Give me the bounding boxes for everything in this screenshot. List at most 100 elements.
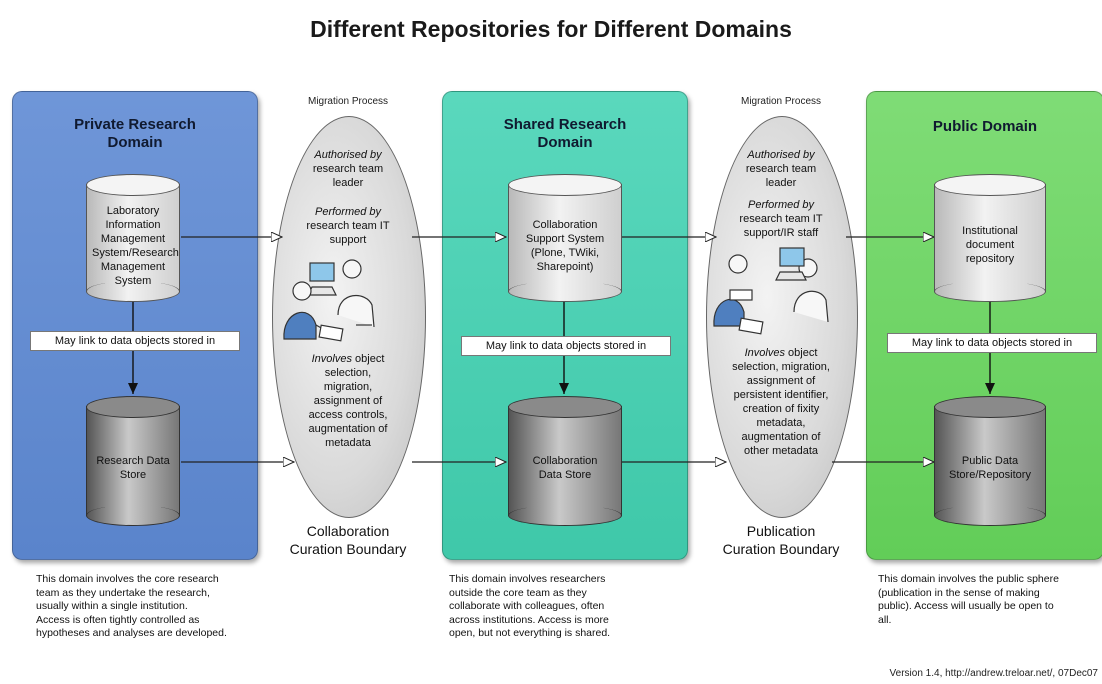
collab-system-label-line: Collaboration xyxy=(532,219,598,231)
version-footer: Version 1.4, http://andrew.treloar.net/,… xyxy=(889,668,1098,679)
public-link-label: May link to data objects stored in xyxy=(887,333,1097,353)
public-data-store-cylinder: Public Data Store/Repository xyxy=(934,396,1046,526)
authorised-line: research team xyxy=(312,163,384,175)
research-data-store-cylinder: Research Data Store xyxy=(86,396,180,526)
collaboration-migration-header: Migration Process xyxy=(307,96,389,107)
description-line: outside the core team as they xyxy=(449,586,587,599)
collaboration-data-store-label: Collaboration Data Store xyxy=(514,454,616,482)
performed-line: support xyxy=(329,234,367,246)
involves-line: selection, migration, xyxy=(732,361,830,373)
publication-migration-header: Migration Process xyxy=(740,96,822,107)
publication-involves-text: Involves object selection, migration, as… xyxy=(712,346,850,458)
shared-domain-title-line-2: Domain xyxy=(537,134,593,151)
private-domain-title: Private Research Domain xyxy=(13,116,257,152)
description-line: across institutions. Access is more xyxy=(449,613,609,626)
authorised-line: research team xyxy=(745,163,817,175)
lims-label-line: Laboratory xyxy=(106,205,160,217)
staff-illustration-icon xyxy=(713,247,829,335)
involves-line: migration, xyxy=(323,381,373,393)
shared-domain-description: This domain involves researchers outside… xyxy=(449,573,689,641)
involves-label: Involves xyxy=(311,353,352,365)
shared-link-label: May link to data objects stored in xyxy=(461,336,671,356)
lims-label-line: System/Research xyxy=(92,247,179,259)
private-link-label: May link to data objects stored in xyxy=(30,331,240,351)
private-domain-title-line-2: Domain xyxy=(107,134,163,151)
description-line: all. xyxy=(878,613,892,626)
authorised-by-label: Authorised by xyxy=(314,149,382,161)
public-store-label-line: Public Data xyxy=(961,455,1019,467)
collab-store-label-line: Data Store xyxy=(538,469,592,481)
collab-store-label-line: Collaboration xyxy=(532,455,598,467)
description-line: public). Access will usually be open to xyxy=(878,600,1054,612)
collaboration-involves-text: Involves object selection, migration, as… xyxy=(282,352,414,450)
institutional-repository-label: Institutional document repository xyxy=(940,224,1040,266)
description-line: collaborate with colleagues, often xyxy=(449,600,605,612)
performed-line: support/IR staff xyxy=(743,227,819,239)
performed-line: research team IT xyxy=(306,220,390,232)
authorised-line: leader xyxy=(332,177,364,189)
publication-authorised-text: Authorised by research team leader xyxy=(716,148,846,190)
research-data-store-label: Research Data Store xyxy=(92,454,174,482)
lims-storage-cylinder: Laboratory Information Management System… xyxy=(86,174,180,302)
diagram-title: Different Repositories for Different Dom… xyxy=(310,16,792,42)
inst-repo-label-line: Institutional xyxy=(962,225,1018,237)
collab-system-label-line: Sharepoint) xyxy=(536,261,594,273)
research-store-label-line: Research Data xyxy=(96,455,170,467)
public-store-label-line: Store/Repository xyxy=(949,469,1031,481)
lims-label-line: Information xyxy=(105,219,161,231)
public-data-store-label: Public Data Store/Repository xyxy=(940,454,1040,482)
private-domain-description: This domain involves the core research t… xyxy=(36,573,276,641)
public-domain-title: Public Domain xyxy=(867,118,1102,136)
lims-label-line: System xyxy=(114,275,152,287)
collaboration-data-store-cylinder: Collaboration Data Store xyxy=(508,396,622,526)
performed-by-label: Performed by xyxy=(314,206,382,218)
description-line: This domain involves researchers xyxy=(449,573,606,585)
involves-first-word: object xyxy=(355,353,385,365)
boundary-line: Collaboration xyxy=(306,523,390,539)
involves-line: metadata, xyxy=(756,417,806,429)
involves-line: selection, xyxy=(324,367,372,379)
collaboration-support-system-label: Collaboration Support System (Plone, TWi… xyxy=(514,218,616,274)
involves-line: persistent identifier, xyxy=(733,389,829,401)
public-domain-description: This domain involves the public sphere (… xyxy=(878,573,1100,627)
inst-repo-label-line: repository xyxy=(965,253,1015,265)
involves-label: Involves xyxy=(744,347,785,359)
involves-first-word: object xyxy=(788,347,818,359)
publication-performed-text: Performed by research team IT support/IR… xyxy=(716,198,846,240)
description-line: This domain involves the core research xyxy=(36,573,219,585)
lims-storage-label: Laboratory Information Management System… xyxy=(92,204,179,288)
private-domain-title-line-1: Private Research xyxy=(74,116,196,133)
involves-line: augmentation of xyxy=(741,431,821,443)
collaboration-authorised-text: Authorised by research team leader xyxy=(282,148,414,190)
involves-line: access controls, xyxy=(308,409,388,421)
researchers-illustration-icon xyxy=(283,259,375,342)
involves-line: creation of fixity xyxy=(742,403,820,415)
institutional-repository-cylinder: Institutional document repository xyxy=(934,174,1046,302)
description-line: hypotheses and analyses are developed. xyxy=(36,627,227,639)
collab-system-label-line: (Plone, TWiki, xyxy=(530,247,600,259)
collaboration-curation-boundary-label: Collaboration Curation Boundary xyxy=(262,522,434,558)
boundary-line: Curation Boundary xyxy=(722,541,840,557)
collab-system-label-line: Support System xyxy=(525,233,605,245)
boundary-line: Publication xyxy=(746,523,816,539)
boundary-line: Curation Boundary xyxy=(289,541,407,557)
research-store-label-line: Store xyxy=(119,469,147,481)
involves-line: other metadata xyxy=(744,445,818,457)
involves-line: assignment of xyxy=(746,375,816,387)
involves-line: assignment of xyxy=(313,395,383,407)
publication-curation-boundary-label: Publication Curation Boundary xyxy=(696,522,866,558)
involves-line: metadata xyxy=(325,437,371,449)
description-line: team as they undertake the research, xyxy=(36,586,210,599)
performed-by-label: Performed by xyxy=(747,199,815,211)
authorised-line: leader xyxy=(765,177,797,189)
description-line: This domain involves the public sphere xyxy=(878,573,1059,585)
description-line: open, but not everything is shared. xyxy=(449,627,611,639)
performed-line: research team IT xyxy=(739,213,823,225)
public-domain-title-line-1: Public Domain xyxy=(932,118,1038,135)
shared-domain-title: Shared Research Domain xyxy=(443,116,687,152)
inst-repo-label-line: document xyxy=(965,239,1015,251)
shared-domain-title-line-1: Shared Research xyxy=(503,116,627,133)
lims-label-line: Management xyxy=(100,233,166,245)
authorised-by-label: Authorised by xyxy=(747,149,815,161)
description-line: usually within a single institution. xyxy=(36,600,188,612)
